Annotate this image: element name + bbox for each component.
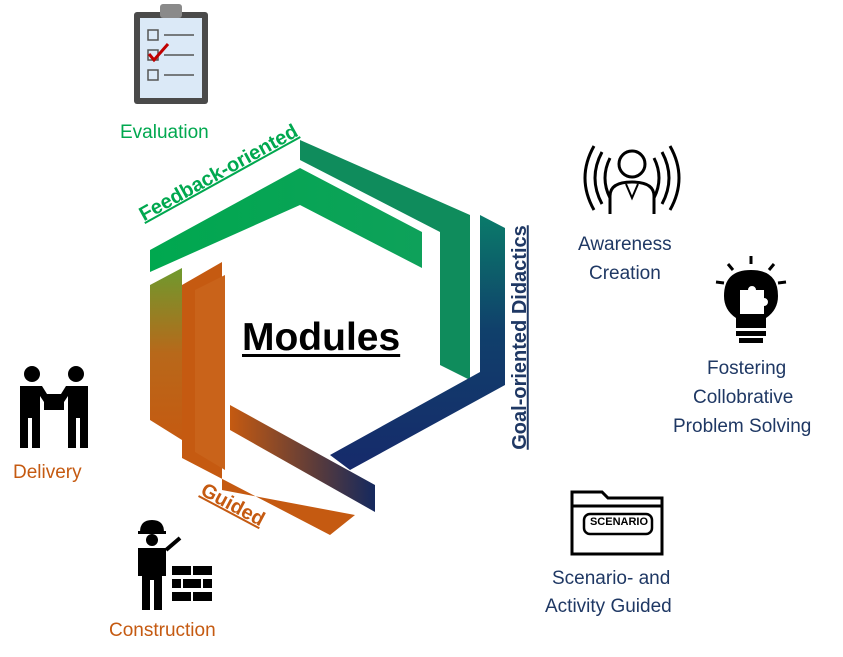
scenario-folder-icon <box>570 490 664 556</box>
center-title: Modules <box>242 316 401 359</box>
top-right-arrow <box>300 140 470 380</box>
fostering-label-line1: Fostering <box>707 358 787 379</box>
right-arrow <box>330 215 505 470</box>
person-broadcast-icon <box>583 145 681 214</box>
delivery-handover-icon <box>20 366 88 448</box>
fostering-label-line2: Collobrative <box>693 387 794 408</box>
top-arrow <box>150 168 422 272</box>
fostering-label-line3: Problem Solving <box>673 416 812 437</box>
clipboard-checklist-icon <box>134 4 208 104</box>
evaluation-label: Evaluation <box>120 122 209 143</box>
scenario-badge-text: SCENARIO <box>589 516 649 528</box>
scenario-label-line1: Scenario- and <box>552 568 671 589</box>
lightbulb-puzzle-icon <box>715 256 787 343</box>
bottom-arrow <box>230 405 375 512</box>
side-label-right: Goal-oriented Didactics <box>508 225 531 450</box>
construction-worker-icon <box>138 520 212 610</box>
awareness-label-line1: Awareness <box>578 234 672 255</box>
construction-label: Construction <box>109 620 216 641</box>
scenario-label-line2: Activity Guided <box>545 596 672 617</box>
inner-left-arrow <box>195 275 225 470</box>
delivery-label: Delivery <box>13 462 82 483</box>
left-arrow <box>150 268 182 440</box>
awareness-label-line2: Creation <box>589 263 661 284</box>
